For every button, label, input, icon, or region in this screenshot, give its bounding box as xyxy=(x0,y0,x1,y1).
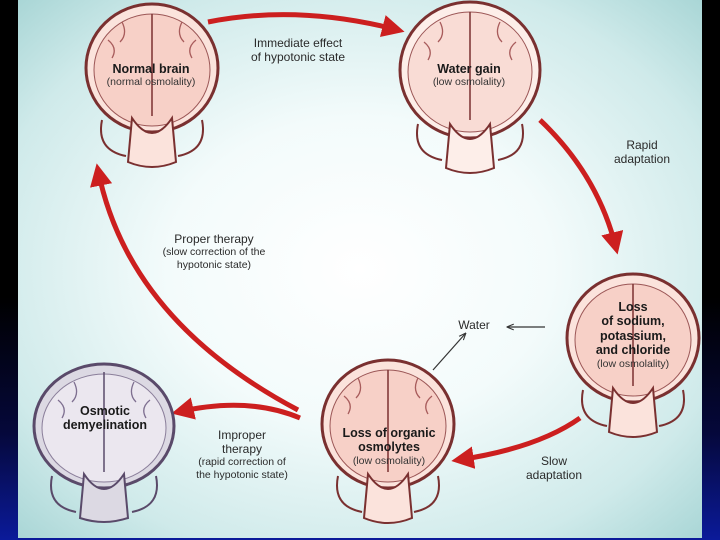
rapid-adaptation-label: Rapid adaptation xyxy=(592,138,692,166)
arrow-immediate-effect xyxy=(207,12,405,37)
ion-loss-osmolality: (low osmolality) xyxy=(596,357,670,370)
slow-line-2: adaptation xyxy=(525,468,583,483)
diagram-panel: Normal brain (normal osmolality) Water g… xyxy=(18,0,702,538)
osmotic-demyelination-label: Osmotic demyelination xyxy=(32,404,178,433)
organic-osmolyte-line-1: Loss of organic xyxy=(342,426,436,440)
proper-therapy-sub-2: hypotonic state) xyxy=(176,258,252,271)
immediate-line-1: Immediate effect xyxy=(253,36,343,50)
rapid-line-2: adaptation xyxy=(613,152,671,167)
osmotic-line-1: Osmotic xyxy=(79,404,130,418)
improper-sub-1: (rapid correction of xyxy=(198,456,286,469)
slow-line-1: Slow xyxy=(540,454,567,468)
arrow-rapid-adaptation xyxy=(538,118,624,255)
ion-loss-line-3: potassium, xyxy=(600,328,666,343)
ion-loss-line-1: Loss xyxy=(618,300,648,314)
rapid-line-1: Rapid xyxy=(626,138,658,152)
water-label: Water xyxy=(444,318,504,332)
normal-brain-label: Normal brain (normal osmolality) xyxy=(76,62,226,88)
improper-line-2: therapy xyxy=(221,442,263,457)
water-gain-osmolality: (low osmolality) xyxy=(432,76,506,89)
improper-sub-2: the hypotonic state) xyxy=(196,468,288,481)
ion-loss-label: Loss of sodium, potassium, and chloride … xyxy=(558,300,702,370)
improper-line-1: Improper xyxy=(217,428,267,442)
water-gain-title: Water gain xyxy=(437,62,501,76)
proper-therapy-title: Proper therapy xyxy=(174,232,254,246)
slow-adaptation-label: Slow adaptation xyxy=(502,454,606,482)
water-text: Water xyxy=(458,318,490,332)
normal-brain-title: Normal brain xyxy=(112,62,190,76)
arrow-slow-adaptation xyxy=(451,415,582,469)
water-gain-brain-illustration xyxy=(398,0,542,174)
proper-therapy-sub-1: (slow correction of the xyxy=(162,246,266,259)
organic-osmolyte-osmolality: (low osmolality) xyxy=(352,454,426,467)
normal-brain-illustration xyxy=(84,2,220,168)
immediate-effect-label: Immediate effect of hypotonic state xyxy=(222,36,374,64)
arrow-water-up xyxy=(432,334,465,371)
arrow-proper-therapy xyxy=(90,163,300,413)
ion-loss-brain-illustration xyxy=(565,272,701,438)
improper-therapy-label: Improper therapy (rapid correction of th… xyxy=(172,428,312,481)
ion-loss-line-2: of sodium, xyxy=(601,314,665,329)
proper-therapy-label: Proper therapy (slow correction of the h… xyxy=(134,232,294,271)
organic-osmolyte-brain-illustration xyxy=(320,358,456,524)
water-gain-label: Water gain (low osmolality) xyxy=(394,62,544,88)
arrows-layer xyxy=(90,12,624,469)
organic-osmolyte-label: Loss of organic osmolytes (low osmolalit… xyxy=(314,426,464,467)
osmotic-line-2: demyelination xyxy=(62,418,148,433)
immediate-line-2: of hypotonic state xyxy=(250,50,346,65)
ion-loss-line-4: and chloride xyxy=(595,343,671,358)
osmotic-demyelination-brain-illustration xyxy=(32,362,176,523)
organic-osmolyte-line-2: osmolytes xyxy=(358,440,420,455)
normal-brain-osmolality: (normal osmolality) xyxy=(106,76,196,89)
arrow-improper-therapy xyxy=(171,397,301,421)
